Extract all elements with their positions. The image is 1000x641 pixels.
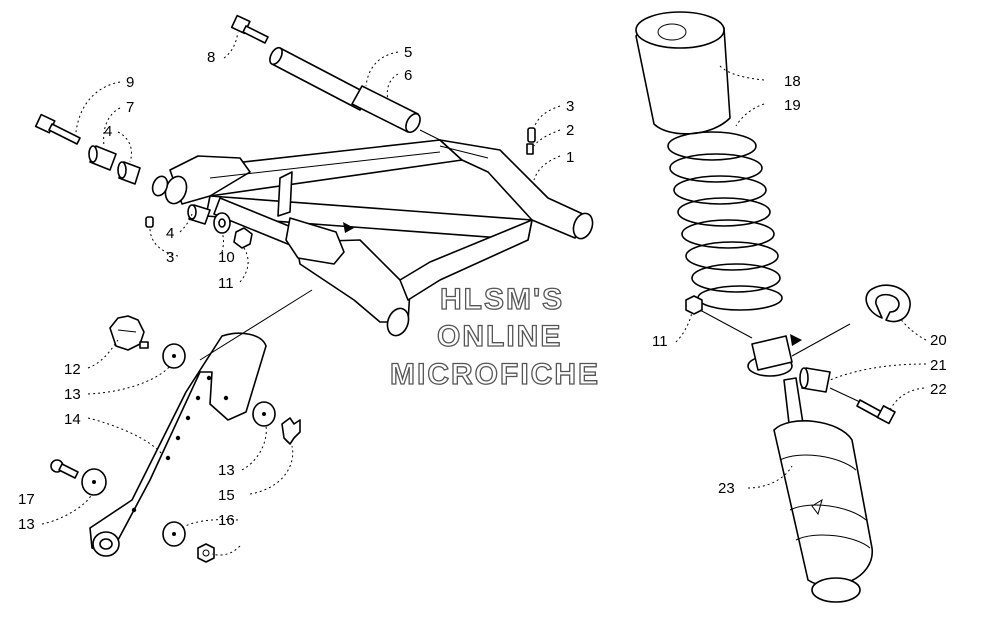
callout-21: 21 <box>930 357 947 374</box>
callout-17: 17 <box>18 491 35 508</box>
shaft-5 <box>269 46 421 134</box>
watermark-line-3: MICROFICHE <box>390 358 600 391</box>
boot-18 <box>635 11 731 135</box>
grease-cap-3 <box>145 216 154 228</box>
washer-13-a <box>162 343 186 369</box>
callout-12: 12 <box>64 361 81 378</box>
callout-13: 13 <box>64 386 81 403</box>
knob-12 <box>109 315 149 351</box>
callout-13-low: 13 <box>18 516 35 533</box>
bushing-4 <box>117 161 141 185</box>
bolt-22 <box>856 399 896 425</box>
callout-22: 22 <box>930 381 947 398</box>
callout-6: 6 <box>404 67 412 84</box>
wing-nut-15 <box>281 417 301 445</box>
strap-14 <box>89 332 267 557</box>
washer-13-d <box>162 521 186 547</box>
callout-16: 16 <box>218 512 235 529</box>
callout-15: 15 <box>218 487 235 504</box>
callout-11: 11 <box>218 275 234 292</box>
callout-3: 3 <box>566 98 574 115</box>
callout-3-lower: 3 <box>166 249 174 266</box>
spring-19 <box>667 131 783 311</box>
swing-arm-1 <box>151 139 594 337</box>
bolt-17 <box>50 459 79 479</box>
callout-14: 14 <box>64 411 81 428</box>
grease-fitting-2 <box>526 127 536 155</box>
washer-10 <box>213 212 231 234</box>
callout-10: 10 <box>218 249 235 266</box>
washer-13-c <box>81 468 107 496</box>
bushing-21 <box>799 367 831 393</box>
washer-13-b <box>252 401 276 427</box>
nut-11 <box>233 227 253 249</box>
retainer-20 <box>865 284 911 323</box>
callout-13-mid: 13 <box>218 462 235 479</box>
callout-19: 19 <box>784 97 801 114</box>
watermark: HLSM'S ONLINE MICROFICHE <box>389 282 600 391</box>
callout-20: 20 <box>930 332 947 349</box>
leader-lines <box>41 31 927 556</box>
nut-16 <box>197 543 215 563</box>
callout-9: 9 <box>126 74 134 91</box>
bolt-8 <box>230 14 269 44</box>
bushing-4-lower <box>187 204 211 225</box>
watermark-line-1: HLSM'S <box>440 283 564 316</box>
callout-5: 5 <box>404 44 412 61</box>
nut-11-right <box>685 295 703 315</box>
bushing-7 <box>88 145 117 171</box>
callout-labels: 8 5 6 9 7 4 3 2 1 4 3 10 11 12 13 14 13 … <box>18 44 947 533</box>
callout-4-lower: 4 <box>166 225 174 242</box>
watermark-line-2: ONLINE <box>437 320 562 353</box>
callout-2: 2 <box>566 122 574 139</box>
callout-7: 7 <box>126 99 134 116</box>
bolt-9 <box>34 113 81 145</box>
callout-8: 8 <box>207 49 215 66</box>
callout-1: 1 <box>566 149 574 166</box>
callout-23: 23 <box>718 480 735 497</box>
shock-23 <box>747 334 873 603</box>
callout-11-right: 11 <box>652 333 668 350</box>
callout-18: 18 <box>784 73 801 90</box>
callout-4: 4 <box>104 123 112 140</box>
